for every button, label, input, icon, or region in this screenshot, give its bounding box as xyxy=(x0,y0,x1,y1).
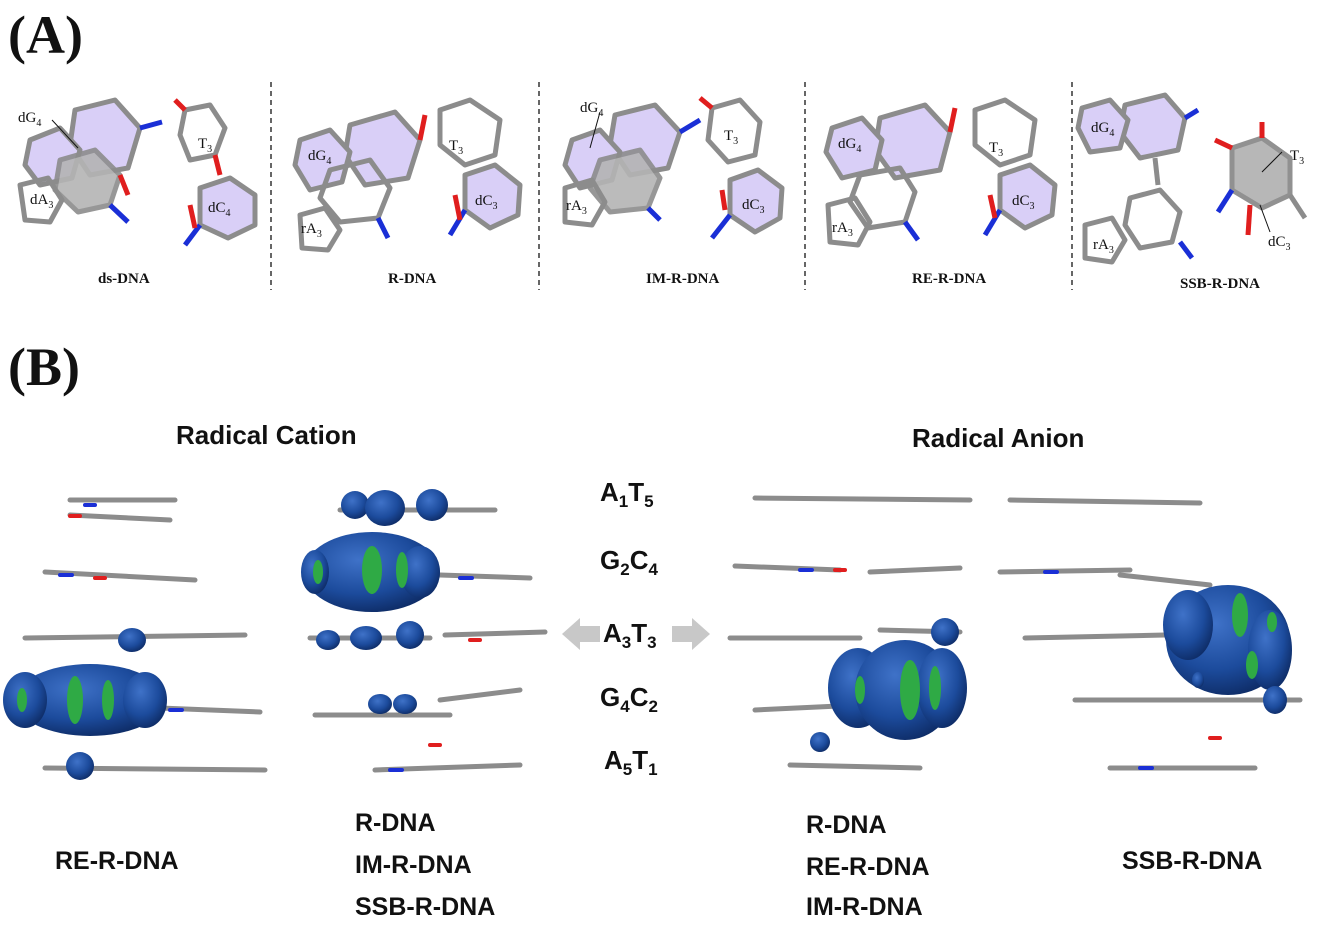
radical-cation-header: Radical Cation xyxy=(176,420,357,450)
label-ra3-s4: rA3 xyxy=(832,220,853,239)
pair-label-4: G4C2 xyxy=(600,682,658,717)
pair-arrows xyxy=(562,618,710,650)
nitrogen-marks xyxy=(58,503,1154,772)
cation-col2-label-3: SSB-R-DNA xyxy=(355,893,496,921)
structure-separators xyxy=(270,82,1073,290)
structure-ds-dna xyxy=(17,97,258,247)
label-ra3-s5: rA3 xyxy=(1093,237,1114,256)
label-dg4-s1: dG4 xyxy=(18,110,41,129)
panel-a-tag: (A) xyxy=(8,5,83,65)
label-t3-s1: T3 xyxy=(198,136,212,155)
label-dg4-s5: dG4 xyxy=(1091,120,1114,139)
structure-re-r-dna xyxy=(823,97,1058,248)
structure-ssb-r-dna xyxy=(1075,92,1308,265)
cation-col1-orbitals xyxy=(3,628,167,780)
label-ra3-s2: rA3 xyxy=(301,221,322,240)
anion-col3-label-3: IM-R-DNA xyxy=(806,893,923,921)
pair-label-2: G2C4 xyxy=(600,545,658,580)
radical-anion-header: Radical Anion xyxy=(912,423,1085,453)
caption-r-dna: R-DNA xyxy=(388,271,437,287)
stacked-strands xyxy=(22,495,1303,773)
label-dc4-s1: dC4 xyxy=(208,200,231,219)
label-t3-s4: T3 xyxy=(989,140,1003,159)
pair-label-5: A5T1 xyxy=(604,745,658,780)
right-arrow-icon xyxy=(672,618,710,650)
structure-im-r-dna xyxy=(562,96,785,240)
label-t3-s3: T3 xyxy=(724,128,738,147)
label-t3-s2: T3 xyxy=(449,138,463,157)
pair-label-3: A3T3 xyxy=(603,618,657,653)
cation-col2-orbitals xyxy=(301,489,448,714)
anion-col3-label-2: RE-R-DNA xyxy=(806,853,930,881)
pair-label-1: A1T5 xyxy=(600,477,654,512)
label-dc3-s2: dC3 xyxy=(475,193,498,212)
cation-col1-label: RE-R-DNA xyxy=(55,847,179,875)
label-leaders xyxy=(51,111,1283,233)
label-t3-s5: T3 xyxy=(1290,148,1304,167)
anion-col4-label: SSB-R-DNA xyxy=(1122,847,1263,875)
caption-re-r-dna: RE-R-DNA xyxy=(912,271,987,287)
caption-im-r-dna: IM-R-DNA xyxy=(646,271,720,287)
cation-col2-label-2: IM-R-DNA xyxy=(355,851,472,879)
label-dg4-s3: dG4 xyxy=(580,100,603,119)
label-ra3-s3: rA3 xyxy=(566,198,587,217)
anion-col3-orbitals xyxy=(810,618,967,752)
label-dg4-s2: dG4 xyxy=(308,148,331,167)
caption-ds-dna: ds-DNA xyxy=(98,271,150,287)
cation-col2-label-1: R-DNA xyxy=(355,809,436,837)
structure-r-dna xyxy=(292,97,523,253)
caption-ssb-r-dna: SSB-R-DNA xyxy=(1180,276,1261,292)
anion-col4-orbitals xyxy=(1163,585,1292,714)
panel-b-tag: (B) xyxy=(8,337,80,397)
label-dg4-s4: dG4 xyxy=(838,136,861,155)
label-dc3-s5: dC3 xyxy=(1268,234,1291,253)
label-dc3-s4: dC3 xyxy=(1012,193,1035,212)
oxygen-marks xyxy=(68,514,1222,747)
atom-labels: dG4 T3 dA3 dC4 dG4 T3 rA3 dC3 dG4 T3 rA3… xyxy=(18,100,1304,256)
label-dc3-s3: dC3 xyxy=(742,197,765,216)
left-arrow-icon xyxy=(562,618,600,650)
anion-col3-label-1: R-DNA xyxy=(806,811,887,839)
label-da3-s1: dA3 xyxy=(30,192,53,211)
